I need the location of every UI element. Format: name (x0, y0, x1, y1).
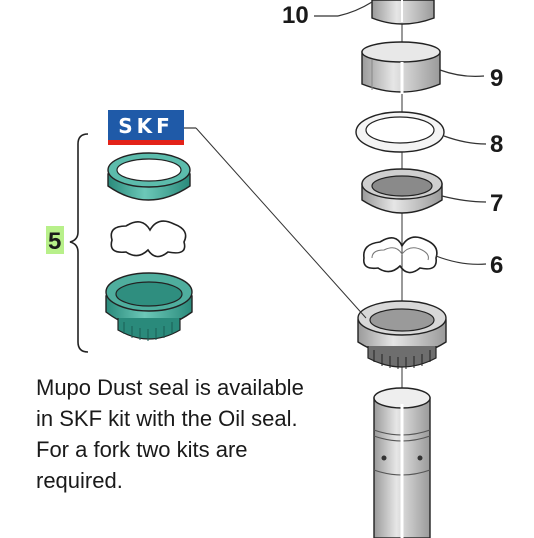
callout-10-leader (314, 1, 373, 17)
callout-7-leader (441, 195, 487, 203)
kit-oil-seal-teal (107, 152, 191, 201)
kit-wire-clip (110, 220, 187, 258)
part-6-wire-clip (362, 236, 438, 274)
callout-6-leader (435, 255, 487, 265)
dust-seal-assembly (357, 300, 447, 369)
kit-availability-note: Mupo Dust seal is available in SKF kit w… (36, 372, 336, 496)
part-8-washer (355, 111, 445, 153)
note-line-3: For a fork two kits are (36, 437, 248, 462)
skf-logo: SKF (108, 110, 184, 145)
note-line-2: in SKF kit with the Oil seal. (36, 406, 298, 431)
part-9-guide-bushing (361, 41, 441, 94)
part-7-oil-seal (361, 168, 443, 214)
note-line-4: required. (36, 468, 123, 493)
callout-8: 8 (490, 131, 503, 158)
kit-bracket (69, 133, 89, 353)
kit-label-highlight (46, 226, 64, 254)
skf-kit-leader (184, 127, 367, 319)
skf-logo-text: SKF (118, 114, 174, 138)
callout-9-leader (439, 69, 485, 77)
callout-10: 10 (282, 2, 309, 29)
callout-8-leader (443, 135, 487, 145)
callout-5: 5 (48, 228, 61, 255)
kit-dust-seal-teal (105, 272, 193, 341)
note-line-1: Mupo Dust seal is available (36, 375, 304, 400)
fork-tube (373, 387, 431, 538)
callout-6: 6 (490, 252, 503, 279)
part-10-bushing (371, 0, 435, 25)
callout-9: 9 (490, 65, 503, 92)
callout-7: 7 (490, 190, 503, 217)
